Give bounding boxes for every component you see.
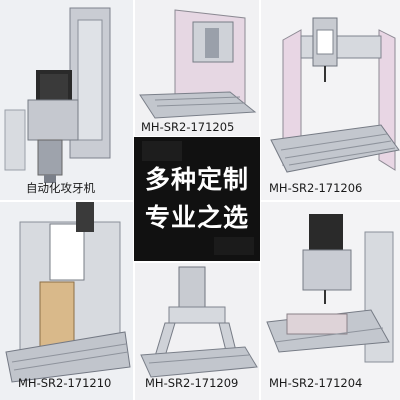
panel-bottom-middle-caption: MH-SR2-171209 [145, 376, 239, 390]
tapping-machine-image [0, 0, 133, 200]
engraver-171209-image [135, 263, 259, 400]
engraver-171204-image [261, 202, 400, 400]
panel-top-left: 自动化攻牙机 [0, 0, 133, 200]
panel-bottom-right-caption: MH-SR2-171204 [269, 376, 363, 390]
engraver-171205-image [135, 0, 259, 136]
panel-bottom-left-caption: MH-SR2-171210 [18, 376, 112, 390]
engraver-171206-image [261, 0, 400, 200]
headline-line-1: 多种定制 [144, 165, 249, 194]
panel-top-middle: MH-SR2-171205 [135, 0, 259, 136]
headline-box: 多种定制 专业之选 [134, 137, 260, 261]
panel-bottom-left: MH-SR2-171210 [0, 202, 133, 400]
headline-line-2: 专业之选 [144, 203, 249, 232]
panel-right-upper: MH-SR2-171206 [261, 0, 400, 200]
panel-middle-right-caption: MH-SR2-171206 [269, 181, 363, 195]
panel-bottom-right: MH-SR2-171204 [261, 202, 400, 400]
headline-background [134, 137, 260, 261]
panel-bottom-middle: MH-SR2-171209 [135, 263, 259, 400]
engraver-171210-image [0, 202, 133, 400]
panel-top-middle-caption: MH-SR2-171205 [141, 120, 235, 134]
panel-top-left-caption: 自动化攻牙机 [26, 181, 95, 195]
